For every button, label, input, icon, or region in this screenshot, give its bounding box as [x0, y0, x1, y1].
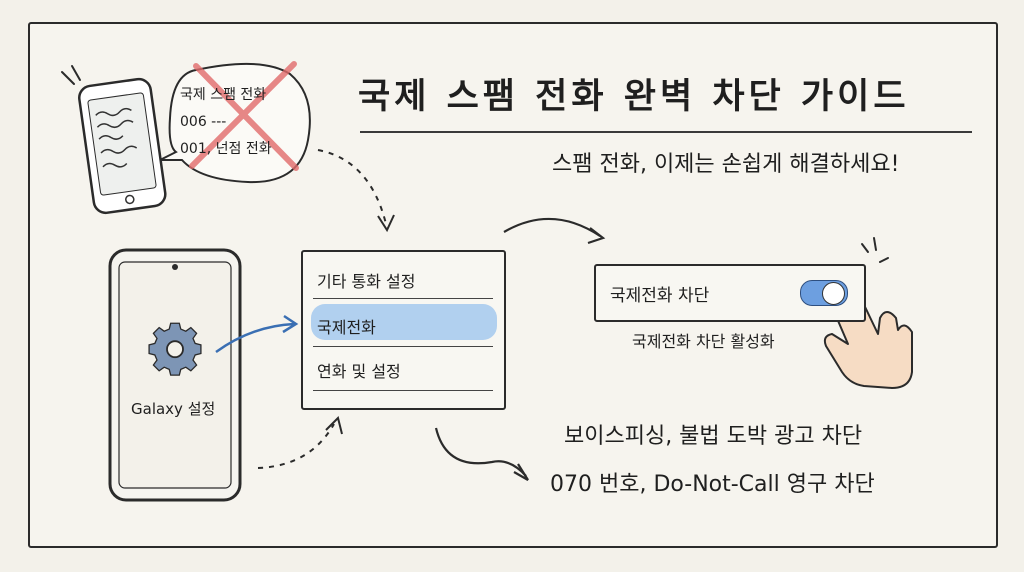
menu-divider — [313, 390, 493, 391]
bubble-line-2: 006 --- — [180, 114, 227, 130]
arrow-to-features — [434, 427, 527, 477]
galaxy-settings-label: Galaxy 설정 — [131, 400, 216, 418]
bubble-line-3: 001, 넌점 전화 — [180, 141, 272, 157]
arrow-to-toggle — [503, 217, 601, 237]
menu-item-contacts-settings[interactable]: 연화 및 설정 — [317, 362, 401, 381]
menu-item-other-call-settings[interactable]: 기타 통화 설정 — [317, 272, 416, 291]
toggle-knob — [822, 282, 845, 305]
arrowhead-icon — [325, 416, 343, 435]
arrowhead-icon — [377, 214, 395, 233]
call-settings-menu: 기타 통화 설정 국제전화 연화 및 설정 — [301, 250, 506, 410]
feature-voice-phishing-block: 보이스피싱, 불법 도박 광고 차단 — [564, 424, 863, 449]
international-block-setting: 국제전화 차단 — [594, 264, 866, 322]
tap-spark-icon — [861, 237, 889, 263]
red-cross-icon — [189, 61, 299, 171]
toggle-caption: 국제전화 차단 활성화 — [632, 332, 775, 351]
international-block-toggle[interactable] — [800, 280, 848, 306]
arrowhead-icon — [587, 227, 606, 245]
menu-divider — [313, 346, 493, 347]
dashed-arrow-to-menu — [317, 149, 387, 225]
ring-marks-icon — [61, 65, 81, 85]
gear-icon — [148, 322, 202, 376]
menu-item-international-call[interactable]: 국제전화 — [317, 318, 376, 337]
dashed-arrow-up — [257, 423, 335, 469]
spam-bubble-text: 국제 스팸 전화 006 --- 001, 넌점 전화 — [180, 82, 272, 163]
arrowhead-icon — [513, 463, 529, 481]
toggle-label: 국제전화 차단 — [610, 286, 710, 306]
feature-070-dnc-block: 070 번호, Do-Not-Call 영구 차단 — [550, 472, 875, 497]
blue-arrow — [215, 322, 295, 354]
page-subtitle: 스팸 전화, 이제는 손쉽게 해결하세요! — [552, 152, 900, 177]
menu-item-highlight — [311, 304, 497, 340]
menu-divider — [313, 298, 493, 299]
page-title: 국제 스팸 전화 완벽 차단 가이드 — [358, 77, 910, 117]
title-divider — [360, 131, 972, 133]
spam-phone — [78, 77, 167, 215]
arrowhead-icon — [282, 314, 299, 334]
bubble-line-1: 국제 스팸 전화 — [180, 87, 267, 103]
